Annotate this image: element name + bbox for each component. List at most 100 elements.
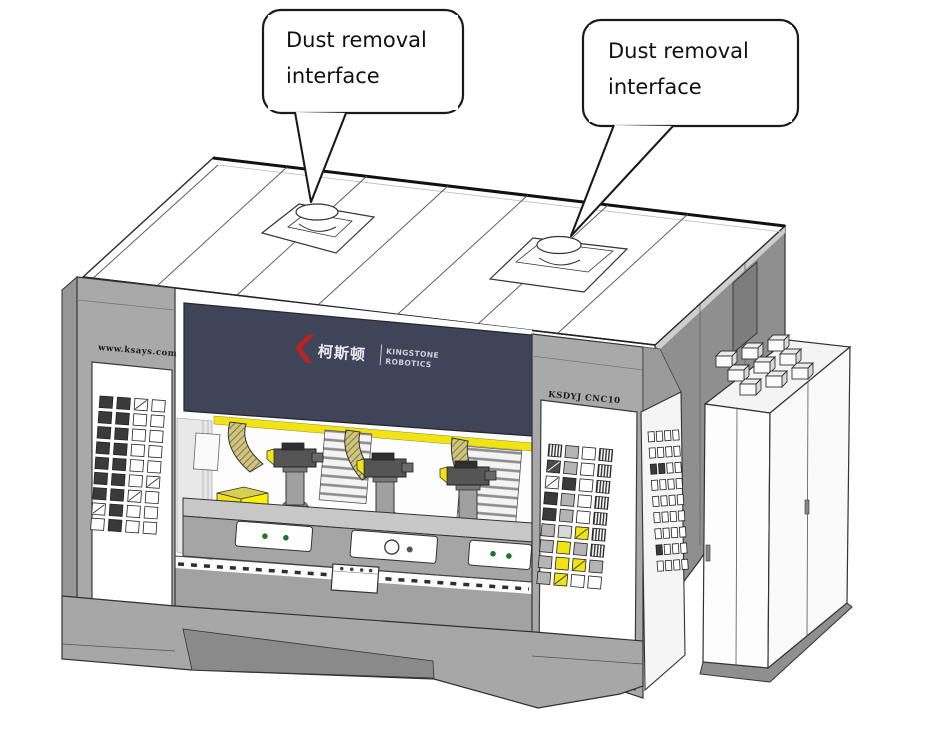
panel-button[interactable] — [98, 395, 114, 409]
panel-button[interactable] — [109, 488, 125, 502]
panel-button[interactable] — [595, 479, 611, 494]
panel-button[interactable] — [131, 428, 147, 442]
panel-button[interactable] — [653, 511, 661, 524]
cabinet-handle[interactable] — [804, 499, 810, 515]
panel-button[interactable] — [664, 559, 673, 572]
panel-button[interactable] — [656, 446, 665, 458]
panel-button[interactable] — [143, 506, 159, 520]
panel-button[interactable] — [677, 510, 686, 522]
panel-button[interactable] — [144, 490, 160, 505]
panel-button[interactable] — [95, 441, 111, 455]
right-button-grid[interactable] — [536, 443, 614, 590]
panel-button[interactable] — [539, 539, 555, 554]
panel-button[interactable] — [116, 396, 131, 411]
panel-button[interactable] — [560, 492, 576, 507]
panel-button[interactable] — [675, 477, 684, 490]
panel-button[interactable] — [142, 521, 158, 535]
panel-button[interactable] — [147, 445, 163, 459]
panel-button[interactable] — [557, 524, 573, 539]
panel-button[interactable] — [93, 471, 109, 486]
panel-button[interactable] — [589, 543, 605, 558]
panel-button[interactable] — [594, 495, 610, 510]
panel-button[interactable] — [654, 528, 662, 540]
panel-button[interactable] — [132, 413, 148, 427]
panel-button[interactable] — [558, 508, 574, 523]
panel-button[interactable] — [591, 527, 607, 542]
panel-button[interactable] — [564, 445, 580, 460]
panel-button[interactable] — [561, 476, 577, 491]
panel-button[interactable] — [547, 443, 563, 458]
panel-button[interactable] — [110, 473, 126, 487]
panel-button[interactable] — [114, 427, 129, 441]
panel-button[interactable] — [543, 491, 559, 506]
panel-button[interactable] — [666, 462, 674, 474]
panel-button[interactable] — [90, 517, 105, 531]
panel-button[interactable] — [108, 503, 124, 517]
panel-button[interactable] — [678, 526, 687, 538]
panel-button[interactable] — [149, 429, 164, 443]
panel-button[interactable] — [581, 446, 597, 461]
panel-button[interactable] — [587, 575, 603, 590]
panel-button[interactable] — [96, 426, 112, 440]
panel-button[interactable] — [673, 445, 681, 457]
panel-button[interactable] — [570, 574, 586, 588]
panel-button[interactable] — [128, 474, 143, 488]
panel-button[interactable] — [113, 442, 128, 456]
panel-button[interactable] — [151, 399, 166, 413]
panel-button[interactable] — [97, 410, 113, 425]
panel-button[interactable] — [115, 412, 130, 426]
panel-button[interactable] — [541, 507, 557, 522]
panel-button[interactable] — [588, 559, 604, 574]
panel-button[interactable] — [659, 479, 667, 491]
panel-button[interactable] — [652, 495, 660, 508]
cabinet-handle[interactable] — [705, 544, 711, 562]
panel-button[interactable] — [662, 527, 671, 539]
panel-button[interactable] — [150, 414, 165, 428]
panel-button[interactable] — [146, 460, 162, 474]
panel-button[interactable] — [107, 518, 123, 533]
panel-button[interactable] — [647, 431, 656, 443]
panel-button[interactable] — [672, 559, 681, 571]
panel-button[interactable] — [577, 494, 593, 509]
panel-button[interactable] — [536, 571, 552, 586]
panel-button[interactable] — [596, 463, 612, 478]
panel-button[interactable] — [665, 446, 673, 458]
panel-button[interactable] — [674, 461, 682, 474]
panel-button[interactable] — [658, 462, 666, 475]
panel-button[interactable] — [663, 430, 672, 442]
panel-button[interactable] — [540, 523, 556, 538]
panel-button[interactable] — [668, 494, 676, 506]
panel-button[interactable] — [575, 510, 591, 525]
panel-button[interactable] — [537, 555, 553, 570]
panel-button[interactable] — [578, 478, 594, 493]
panel-button[interactable] — [125, 520, 140, 534]
panel-button[interactable] — [655, 430, 664, 442]
panel-button[interactable] — [649, 463, 658, 475]
panel-button[interactable] — [598, 448, 614, 462]
panel-button[interactable] — [592, 511, 608, 526]
panel-button[interactable] — [126, 504, 141, 519]
panel-button[interactable] — [130, 443, 146, 458]
panel-button[interactable] — [650, 479, 659, 491]
panel-button[interactable] — [579, 462, 595, 477]
panel-button[interactable] — [672, 429, 680, 441]
panel-button[interactable] — [660, 495, 668, 507]
panel-button[interactable] — [671, 543, 680, 555]
panel-button[interactable] — [676, 494, 685, 506]
panel-button[interactable] — [648, 447, 657, 459]
panel-button[interactable] — [680, 542, 688, 554]
panel-button[interactable] — [663, 543, 672, 555]
panel-button[interactable] — [563, 460, 578, 475]
panel-button[interactable] — [94, 456, 110, 470]
panel-button[interactable] — [661, 511, 669, 523]
panel-button[interactable] — [573, 542, 588, 557]
panel-button[interactable] — [669, 510, 678, 523]
panel-button[interactable] — [556, 540, 571, 555]
panel-button[interactable] — [92, 487, 107, 501]
panel-button[interactable] — [111, 457, 127, 472]
panel-button[interactable] — [681, 558, 689, 570]
panel-button[interactable] — [655, 544, 664, 556]
panel-button[interactable] — [670, 526, 679, 539]
panel-button[interactable] — [667, 478, 675, 490]
left-button-grid[interactable] — [90, 395, 166, 535]
